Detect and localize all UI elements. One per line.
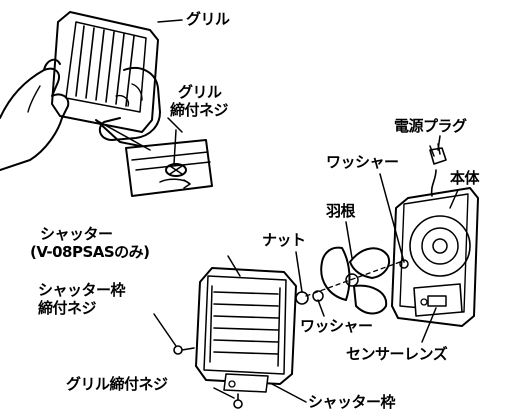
label-shutter-frame-screw-line2: 締付ネジ bbox=[38, 299, 97, 317]
fan-blade-part bbox=[320, 246, 390, 315]
assembly-axis bbox=[305, 261, 401, 297]
grill-screw-detail-inset bbox=[95, 119, 213, 197]
screws bbox=[173, 345, 243, 409]
main-body-unit bbox=[391, 143, 479, 327]
label-grill: グリル bbox=[186, 10, 230, 28]
label-shutter-frame-screw-line1: シャッター枠 bbox=[38, 281, 126, 299]
label-shutter-line1: シャッター bbox=[40, 225, 113, 243]
label-sensor-lens: センサーレンズ bbox=[346, 345, 448, 363]
shutter-assembly bbox=[195, 267, 297, 393]
label-body: 本体 bbox=[450, 169, 480, 187]
leader-lines bbox=[153, 19, 459, 403]
label-washer-lower: ワッシャー bbox=[300, 317, 373, 335]
label-nut: ナット bbox=[262, 231, 306, 249]
label-shutter-line2: (V-08PSASのみ) bbox=[30, 243, 150, 261]
label-shutter-frame: シャッター枠 bbox=[308, 393, 396, 411]
label-washer-upper: ワッシャー bbox=[326, 153, 399, 171]
label-grill-screw-line2: 締付ネジ bbox=[170, 101, 229, 119]
label-grill-screw-line1: グリル bbox=[178, 83, 222, 101]
label-grill-screw-bottom: グリル締付ネジ bbox=[66, 375, 168, 393]
label-fan-blade: 羽根 bbox=[326, 202, 356, 220]
label-power-plug: 電源プラグ bbox=[394, 117, 467, 135]
grill-removal-illustration bbox=[0, 11, 161, 171]
